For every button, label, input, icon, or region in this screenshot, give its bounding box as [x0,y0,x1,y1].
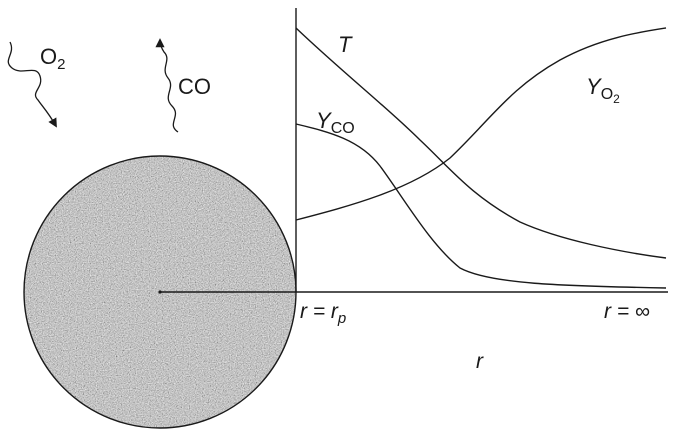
r-axis-title: r [476,350,484,373]
o2-label: O2 [40,44,65,73]
y-co-label: YCO [316,108,355,137]
y-co-curve [296,124,666,288]
co-arrow-icon [160,40,178,132]
co-label: CO [178,74,211,99]
y-o2-label: YO2 [586,74,620,106]
temperature-label: T [338,32,353,57]
r-infinity-label: r = ∞ [604,300,650,323]
r-particle-label: r = rp [300,300,346,327]
